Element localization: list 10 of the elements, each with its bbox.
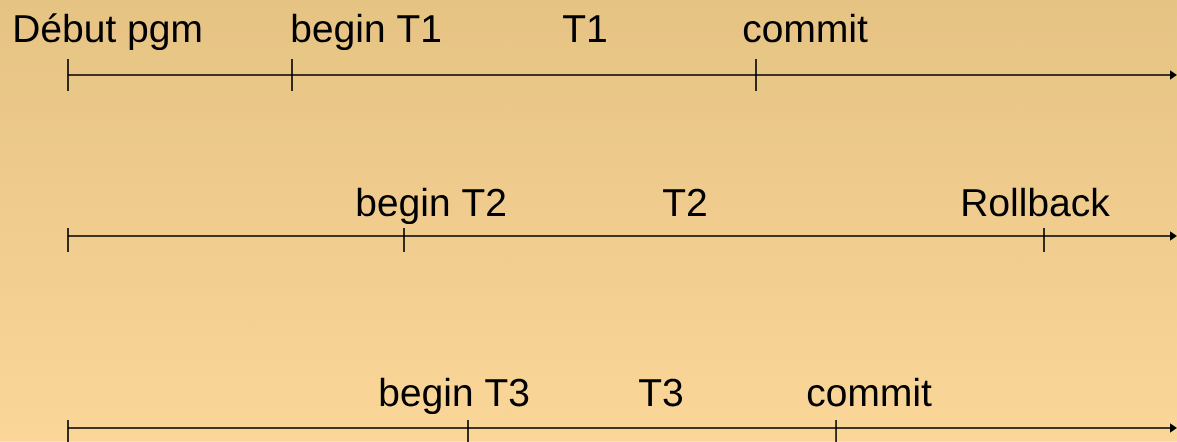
timeline-label: T3 <box>639 378 682 407</box>
timeline-label: begin T1 <box>292 13 440 51</box>
timeline-label: Rollback <box>963 187 1110 217</box>
timeline-label: T1 <box>563 15 606 42</box>
timeline-label: begin T3 <box>380 377 529 415</box>
timeline-label: begin T2 <box>357 187 505 225</box>
timeline-label: commit <box>743 13 868 43</box>
timeline-label: Début pgm <box>15 13 201 51</box>
timeline-label: commit <box>807 377 932 407</box>
timeline-label: T2 <box>663 188 706 216</box>
